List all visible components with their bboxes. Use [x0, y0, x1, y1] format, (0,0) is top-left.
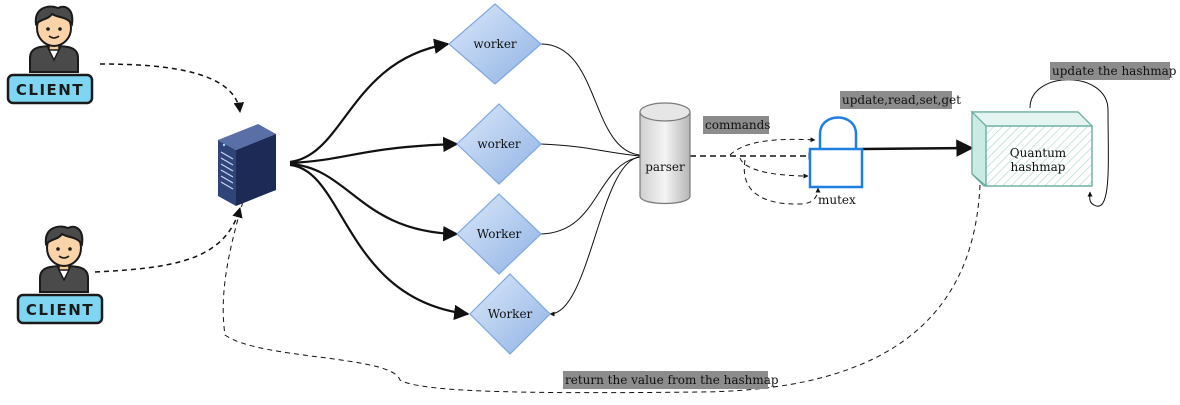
mutex-lock-icon	[808, 116, 864, 189]
server-to-worker4-arrow	[289, 163, 470, 321]
hashmap-update-loop	[1029, 79, 1109, 207]
parser-to-mutex-arrow-bottom	[743, 159, 821, 205]
parser-to-worker4-arrow	[549, 156, 641, 317]
server-to-worker1-arrow	[289, 38, 450, 164]
worker-4: Worker	[469, 273, 551, 355]
parser-to-mutex-arrow-lower	[739, 157, 809, 179]
commands-text: commands	[705, 118, 770, 132]
client-badge	[16, 293, 104, 325]
client-2: CLIENT	[16, 225, 104, 325]
connectors	[94, 38, 1109, 394]
commands-label: commands	[703, 116, 770, 134]
person-icon	[39, 225, 89, 293]
server-to-worker3-arrow	[289, 162, 459, 242]
client-label: CLIENT	[26, 301, 94, 319]
client-1: CLIENT	[6, 5, 94, 105]
client2-to-server-arrow	[94, 206, 243, 273]
worker-label: worker	[473, 37, 517, 51]
quantum-hashmap-cube: Quantum hashmap	[970, 110, 1094, 188]
return-text: return the value from the hashmap	[565, 373, 779, 387]
worker1-to-parser	[540, 43, 641, 156]
worker-2: worker	[456, 103, 542, 185]
worker3-to-parser	[540, 156, 641, 235]
worker-label: Worker	[477, 227, 522, 241]
worker2-to-parser	[540, 143, 641, 157]
mutex-ops-text: update,read,set,get	[842, 93, 961, 107]
parser-to-mutex-arrow-upper	[729, 137, 816, 156]
client1-to-server-arrow	[99, 63, 245, 114]
worker-label: Worker	[488, 307, 533, 321]
hashmap-to-server-return-arrow	[222, 184, 981, 394]
mutex-ops-label: update,read,set,get	[840, 91, 961, 109]
mutex-label: mutex	[818, 193, 856, 207]
worker-3: Worker	[456, 193, 542, 275]
hashmap-label-line1: Quantum	[1010, 146, 1067, 160]
worker-label: worker	[477, 137, 521, 151]
worker-1: worker	[448, 3, 542, 85]
server-to-worker2-arrow	[289, 136, 459, 165]
parser-label: parser	[645, 160, 685, 174]
hashmap-label-line2: hashmap	[1011, 160, 1066, 174]
mutex-to-hashmap-arrow	[861, 139, 974, 157]
update-hashmap-label: update the hashmap	[1050, 62, 1177, 80]
client-label: CLIENT	[16, 81, 84, 99]
parser-cylinder: parser	[639, 102, 691, 205]
client-badge	[6, 73, 94, 105]
return-label: return the value from the hashmap	[563, 371, 779, 389]
update-hashmap-text: update the hashmap	[1052, 64, 1177, 78]
server-icon	[218, 124, 276, 206]
person-icon	[29, 5, 79, 73]
